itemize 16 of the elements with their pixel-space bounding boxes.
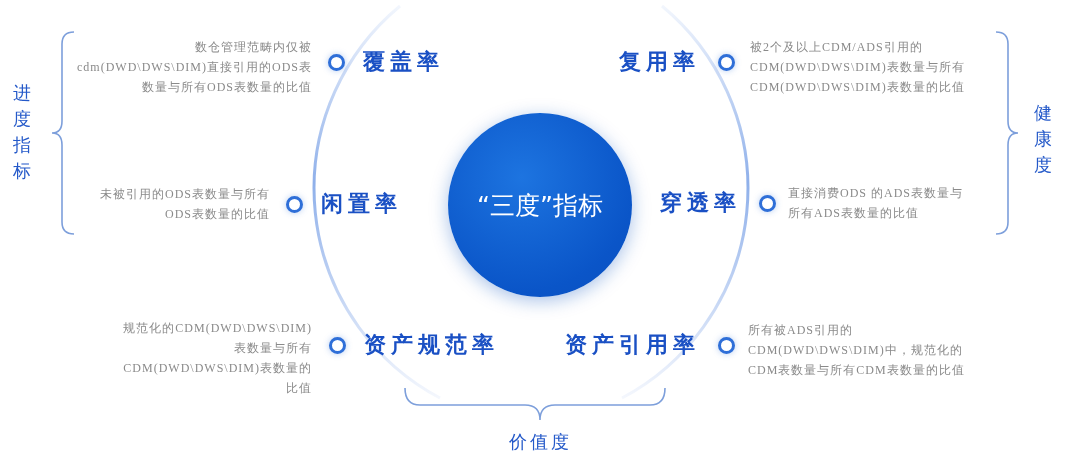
metric-title: 穿透率: [659, 189, 741, 217]
metric-title: 资产引用率: [564, 331, 700, 359]
metric-title: 资产规范率: [363, 331, 499, 359]
group-label: 健康度: [1034, 101, 1052, 177]
metric-description: 规范化的CDM(DWD\DWS\DIM)表数量与所有CDM(DWD\DWS\DIM)表数量的比值: [122, 320, 312, 397]
group-label: 价值度: [508, 430, 572, 454]
metric-title: 复用率: [618, 48, 700, 76]
metric-title: 闲置率: [320, 190, 402, 218]
group-label: 进度指标: [13, 81, 31, 183]
metric-description: 数仓管理范畴内仅被cdm(DWD\DWS\DIM)直接引用的ODS表数量与所有ODS表数量的比值: [77, 39, 312, 96]
center-circle: “三度”指标: [448, 113, 632, 297]
metric-title: 覆盖率: [362, 48, 444, 76]
metric-description: 未被引用的ODS表数量与所有ODS表数量的比值: [100, 186, 270, 223]
metric-description: 直接消费ODS 的ADS表数量与所有ADS表数量的比值: [788, 185, 963, 222]
metric-description: 所有被ADS引用的CDM(DWD\DWS\DIM)中，规范化的CDM表数量与所有CDM表数量的比值: [748, 322, 966, 379]
metric-description: 被2个及以上CDM/ADS引用的CDM(DWD\DWS\DIM)表数量与所有CDM(DWD\DWS\DIM)表数量的比值: [750, 39, 966, 96]
